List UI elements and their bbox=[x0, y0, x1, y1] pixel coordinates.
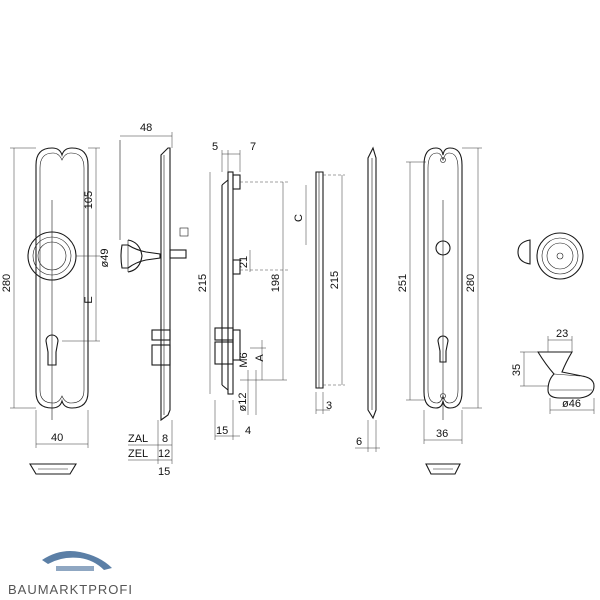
brand-name: BAUMARKTPROFI bbox=[8, 582, 133, 597]
back-plate-front-dimensions: 251 280 36 bbox=[397, 147, 482, 444]
dim-dia12: ø12 bbox=[237, 393, 249, 412]
dim-rose-15: 15 bbox=[216, 425, 228, 437]
dim-rose-inner: 198 bbox=[270, 274, 282, 292]
dim-e: E bbox=[83, 296, 95, 303]
label-zel: ZEL bbox=[128, 448, 148, 460]
dim-rose-a: 5 bbox=[212, 141, 218, 153]
brand-roof-icon bbox=[42, 551, 112, 570]
rose-section-view bbox=[214, 171, 290, 395]
thumb-turn-front-view bbox=[517, 232, 584, 280]
dim-plate-3: 3 bbox=[326, 400, 332, 412]
rose-section-dimensions: 215 5 7 198 21 M6 A ø12 15 4 bbox=[197, 141, 287, 440]
dim-zel-value: 12 bbox=[158, 448, 170, 460]
thumb-turn-dimensions: 23 35 ø46 bbox=[511, 328, 595, 414]
dim-zal-value: 8 bbox=[162, 433, 168, 445]
label-m6: M6 bbox=[238, 352, 250, 367]
dim-back-251: 251 bbox=[397, 274, 409, 292]
dim-top-to-knob: 105 bbox=[83, 191, 95, 209]
back-plate-front-view bbox=[423, 147, 463, 475]
brand-logo: BAUMARKTPROFI bbox=[8, 551, 133, 597]
dim-side-depth: 48 bbox=[140, 122, 152, 134]
dim-rose-21: 21 bbox=[238, 256, 250, 268]
dim-side-bottom: 15 bbox=[158, 466, 170, 478]
dim-back-width: 36 bbox=[436, 428, 448, 440]
label-a: A bbox=[254, 354, 266, 362]
dim-rose-b: 7 bbox=[250, 141, 256, 153]
dim-knob-dia: ø49 bbox=[99, 249, 111, 268]
thin-profile-view bbox=[367, 146, 377, 420]
dim-turn-dia: ø46 bbox=[562, 398, 581, 410]
front-view-dimensions: 280 105 E 40 bbox=[1, 147, 100, 448]
dim-thin-6: 6 bbox=[356, 436, 362, 448]
side-view-dimensions: 48 ø49 ZAL 8 ZEL 12 15 bbox=[99, 122, 173, 478]
dim-turn-23: 23 bbox=[556, 328, 568, 340]
dim-back-280: 280 bbox=[465, 274, 477, 292]
brand-bar-icon bbox=[56, 566, 94, 571]
back-plate-side-dimensions: C 215 3 bbox=[293, 175, 343, 414]
dim-rose-height: 215 bbox=[197, 274, 209, 292]
back-plate-side-view bbox=[315, 171, 345, 389]
dim-rose-4: 4 bbox=[245, 425, 251, 437]
dim-plate-height: 215 bbox=[329, 271, 341, 289]
dim-turn-35: 35 bbox=[511, 364, 523, 376]
front-view-knob-plate bbox=[27, 147, 89, 475]
dim-front-width: 40 bbox=[51, 432, 63, 444]
thumb-turn-side-view bbox=[537, 351, 595, 399]
dim-front-height: 280 bbox=[1, 274, 13, 292]
label-zal: ZAL bbox=[128, 433, 148, 445]
dim-plate-c: C bbox=[293, 214, 305, 222]
side-view-knob bbox=[119, 140, 189, 422]
thin-profile-dimensions: 6 bbox=[355, 420, 380, 452]
